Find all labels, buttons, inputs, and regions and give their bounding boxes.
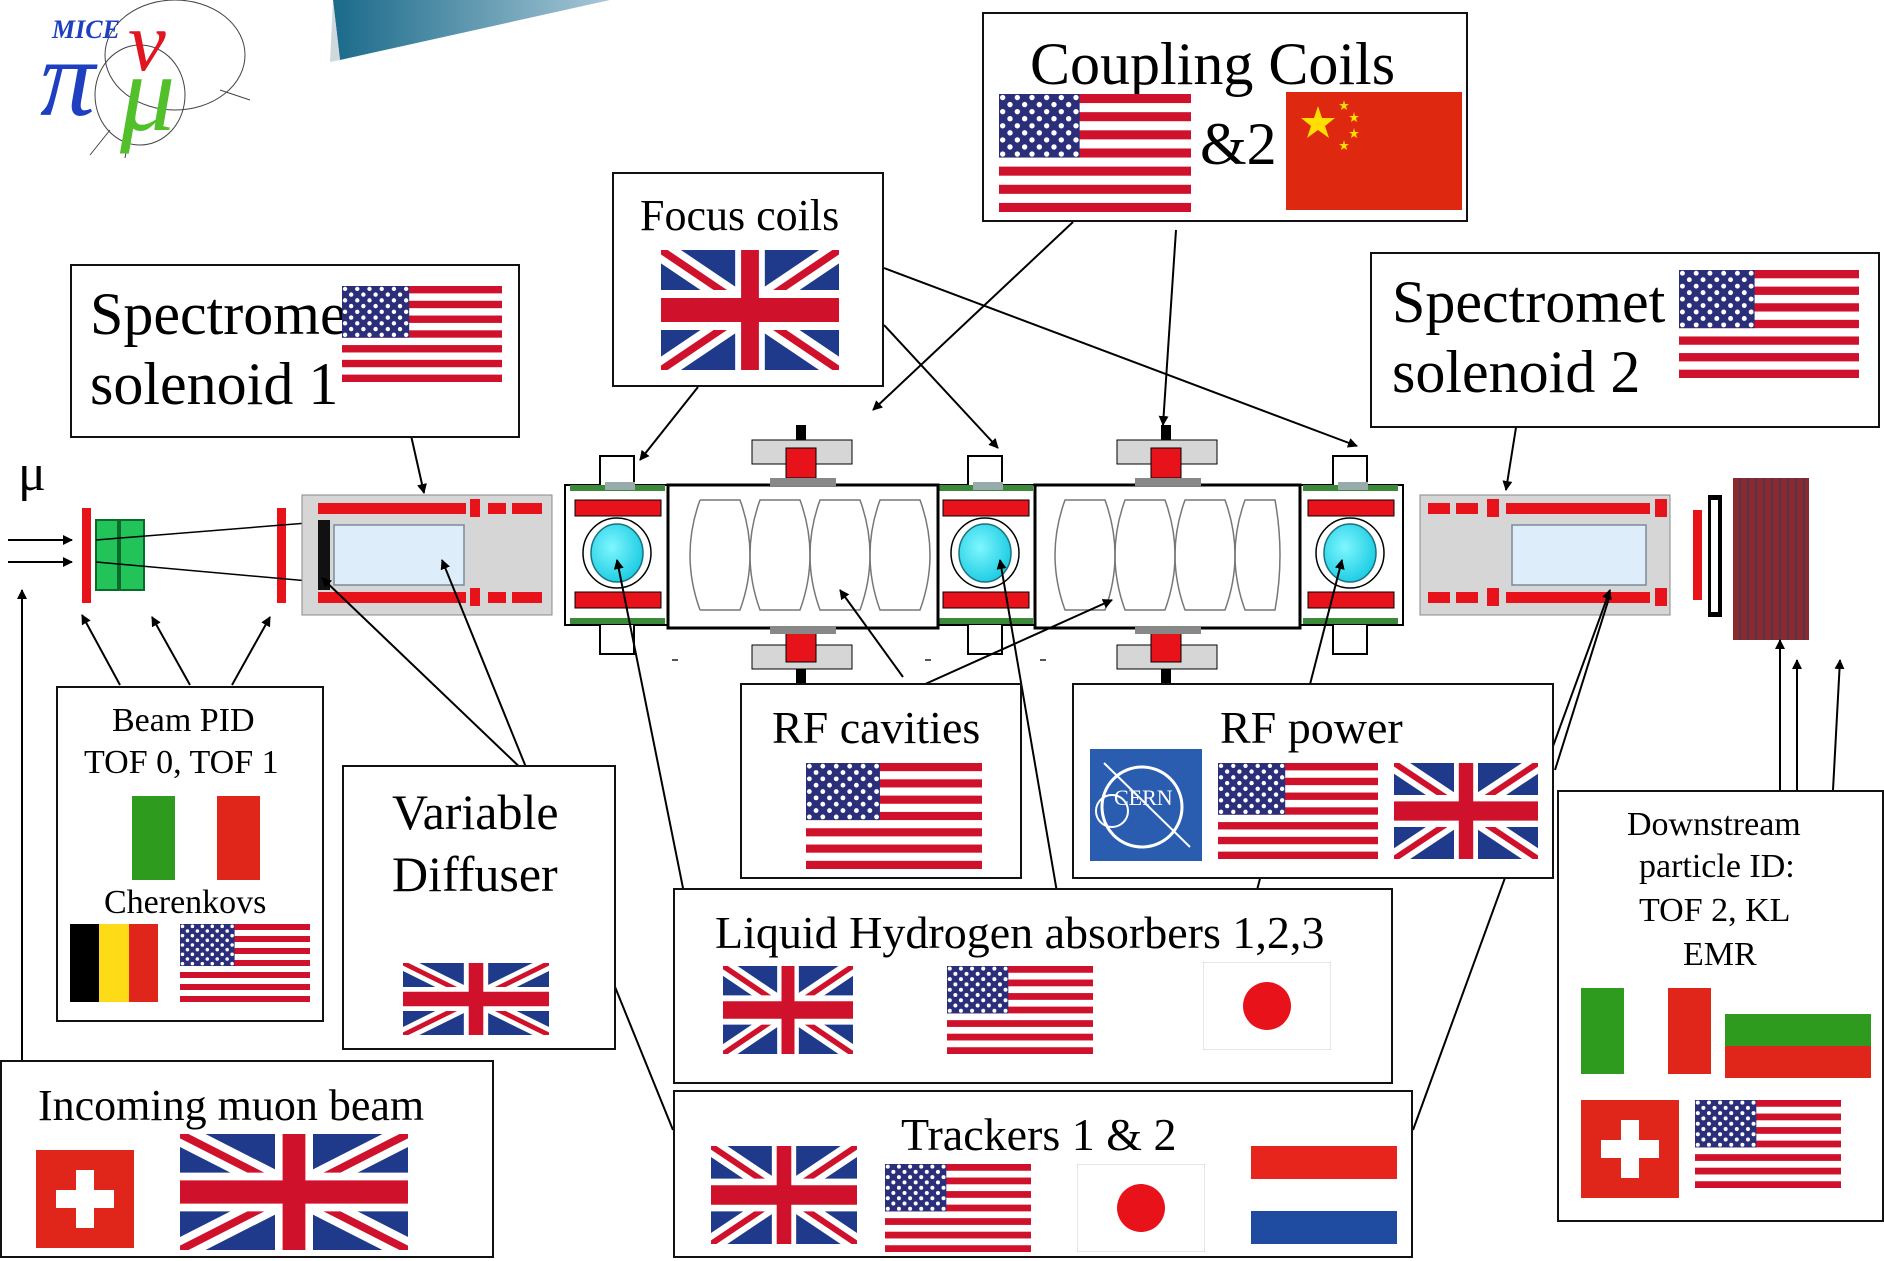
belgium-flag <box>70 924 158 1002</box>
spectrometer2-line2: solenoid 2 <box>1392 339 1641 405</box>
beam-arrows <box>8 535 73 567</box>
downstream-line3: TOF 2, KL <box>1639 892 1791 929</box>
afc-module-1 <box>564 455 671 655</box>
netherlands-flag <box>1251 1146 1397 1244</box>
mu-glyph: μ <box>119 32 175 154</box>
spectrometer-solenoid-1-box: Spectrome solenoid 1 <box>70 264 520 438</box>
spectrometer1-line2: solenoid 1 <box>90 351 339 417</box>
usa-flag <box>1218 763 1378 859</box>
spectrometer1-line1: Spectrome <box>90 281 347 347</box>
trackers-title: Trackers 1 & 2 <box>901 1109 1177 1160</box>
afc-module-3 <box>1297 455 1404 655</box>
bulgaria-flag <box>1725 982 1871 1078</box>
rf-cavities-box: RF cavities <box>740 683 1022 879</box>
mice-logo-graphic: π ν μ MICE <box>40 0 251 159</box>
mice-text: MICE <box>51 15 120 44</box>
switzerland-flag <box>1581 1100 1679 1198</box>
usa-flag <box>885 1164 1031 1252</box>
switzerland-flag <box>36 1150 134 1248</box>
beam-pid-tof: TOF 0, TOF 1 <box>84 744 279 781</box>
italy-flag <box>1581 988 1711 1074</box>
variable-diffuser-box: Variable Diffuser <box>342 765 616 1050</box>
uk-flag <box>180 1134 408 1250</box>
incoming-muon-beam-box: Incoming muon beam <box>0 1060 494 1258</box>
rf-cavities-title: RF cavities <box>772 702 981 753</box>
spectrometer2-line1: Spectromet <box>1392 269 1666 335</box>
trackers-box: Trackers 1 & 2 <box>673 1090 1413 1258</box>
incoming-muon-title: Incoming muon beam <box>38 1081 425 1130</box>
japan-flag <box>1203 962 1331 1050</box>
spectrometer-solenoid-2-box: Spectromet solenoid 2 <box>1370 252 1880 428</box>
italy-flag <box>132 796 260 880</box>
rf-power-title: RF power <box>1220 702 1403 753</box>
spectrometer-solenoid-1 <box>301 494 553 616</box>
uk-flag <box>723 966 853 1054</box>
focus-coils-box: Focus coils <box>612 172 884 387</box>
beam-pid-box: Beam PID TOF 0, TOF 1 Cherenkovs <box>56 686 324 1022</box>
variable-diffuser-line1: Variable <box>392 784 559 840</box>
lh2-absorbers-box: Liquid Hydrogen absorbers 1,2,3 <box>673 888 1393 1084</box>
uk-flag <box>403 963 549 1035</box>
rf-power-box: RF power CERN <box>1072 683 1554 879</box>
downstream-line1: Downstream <box>1627 806 1801 843</box>
usa-flag <box>1695 1100 1841 1188</box>
cherenkov-detectors <box>95 519 145 591</box>
focus-coils-title: Focus coils <box>640 191 840 240</box>
usa-flag <box>806 763 982 869</box>
variable-diffuser-line2: Diffuser <box>392 846 558 902</box>
nu-glyph: ν <box>128 0 166 89</box>
beam-pid-title: Beam PID <box>112 702 255 739</box>
muon-symbol: μ <box>18 445 46 502</box>
usa-flag <box>1679 270 1859 378</box>
pi-glyph: π <box>40 17 98 139</box>
cern-logo: CERN <box>1090 749 1202 861</box>
coupling-coils-subtitle: &2 <box>1200 111 1277 177</box>
usa-flag <box>999 94 1191 212</box>
uk-flag <box>661 250 839 370</box>
tof1-detector <box>277 508 286 603</box>
spectrometer-solenoid-2 <box>1419 494 1671 616</box>
downstream-pid-box: Downstream particle ID: TOF 2, KL EMR <box>1557 790 1884 1222</box>
china-flag <box>1286 92 1462 210</box>
cern-logo-text: CERN <box>1114 785 1173 810</box>
tof0-detector <box>82 508 91 603</box>
header-swoosh <box>330 0 610 62</box>
usa-flag <box>180 924 310 1002</box>
coupling-coils-title: Coupling Coils <box>1030 31 1396 97</box>
rfcc-module-2 <box>1033 425 1302 684</box>
uk-flag <box>1394 763 1538 859</box>
usa-flag <box>342 286 502 382</box>
usa-flag <box>947 966 1093 1054</box>
downstream-line2: particle ID: <box>1639 848 1795 885</box>
uk-flag <box>711 1146 857 1244</box>
rfcc-module-1 <box>666 425 940 684</box>
mice-logo: π ν μ MICE <box>0 0 260 160</box>
coupling-coils-box: Coupling Coils &2 <box>982 12 1468 222</box>
downstream-detectors <box>1693 478 1809 640</box>
afc-module-2 <box>932 455 1039 655</box>
downstream-line4: EMR <box>1683 936 1757 973</box>
japan-flag <box>1077 1164 1205 1252</box>
cherenkovs-label: Cherenkovs <box>104 884 267 921</box>
lh2-absorbers-title: Liquid Hydrogen absorbers 1,2,3 <box>715 907 1325 958</box>
